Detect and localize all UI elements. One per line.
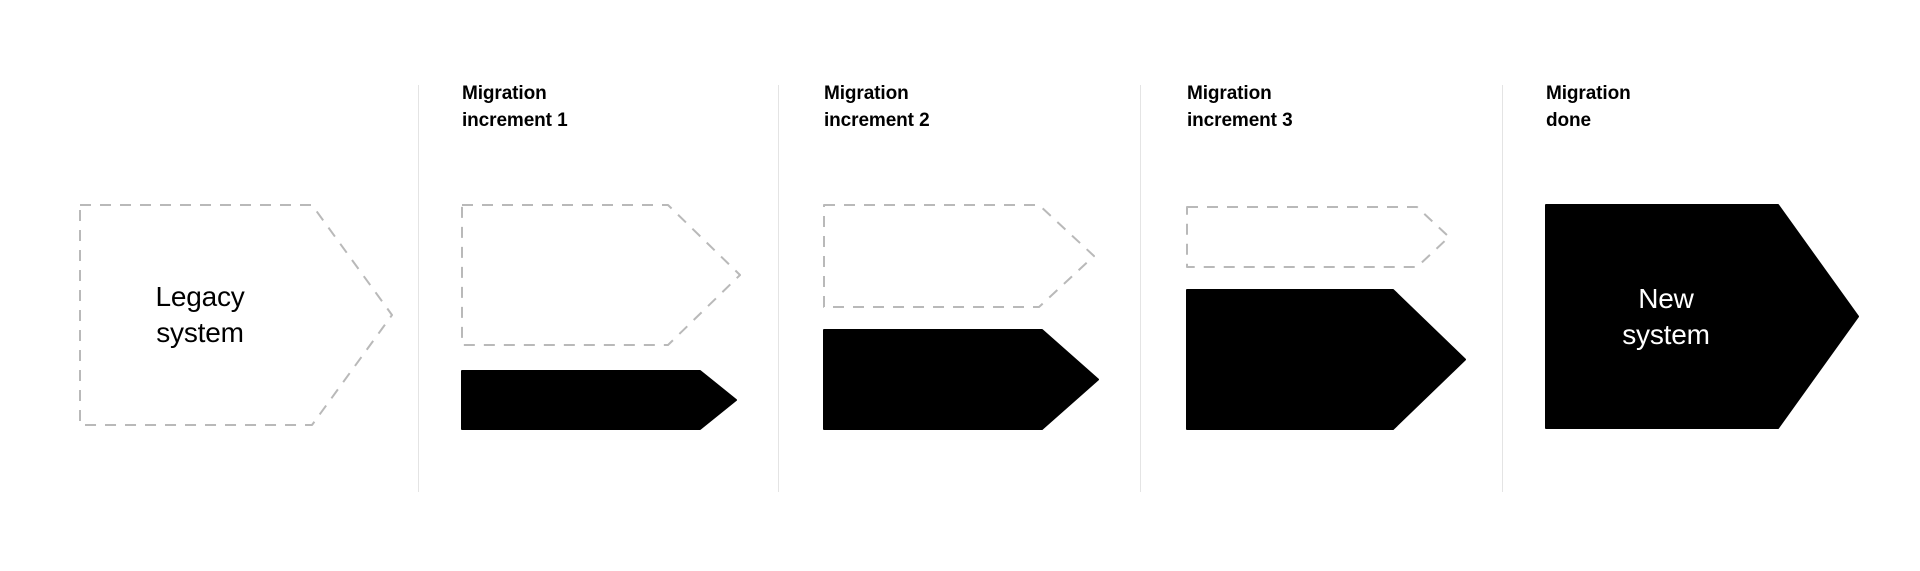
new-system-arrow-increment-2 — [823, 329, 1099, 430]
column-divider-increment-3 — [1140, 85, 1141, 492]
column-divider-migration-done — [1502, 85, 1503, 492]
new-system-arrow-increment-1 — [461, 370, 737, 430]
column-header-increment-3: Migration increment 3 — [1187, 83, 1293, 131]
new-system-arrow-migration-done: New system — [1545, 204, 1859, 429]
column-header-increment-1: Migration increment 1 — [462, 83, 568, 131]
column-divider-increment-1 — [418, 85, 419, 492]
column-header-migration-done: Migration done — [1546, 83, 1631, 131]
column-header-increment-2: Migration increment 2 — [824, 83, 930, 131]
new-system-arrow-increment-3 — [1186, 289, 1466, 430]
legacy-system-arrow-increment-1 — [461, 204, 741, 346]
column-divider-increment-2 — [778, 85, 779, 492]
legacy-system-arrow-legacy: Legacy system — [79, 204, 393, 426]
legacy-system-arrow-increment-2 — [823, 204, 1095, 308]
legacy-system-arrow-increment-3 — [1186, 206, 1450, 268]
